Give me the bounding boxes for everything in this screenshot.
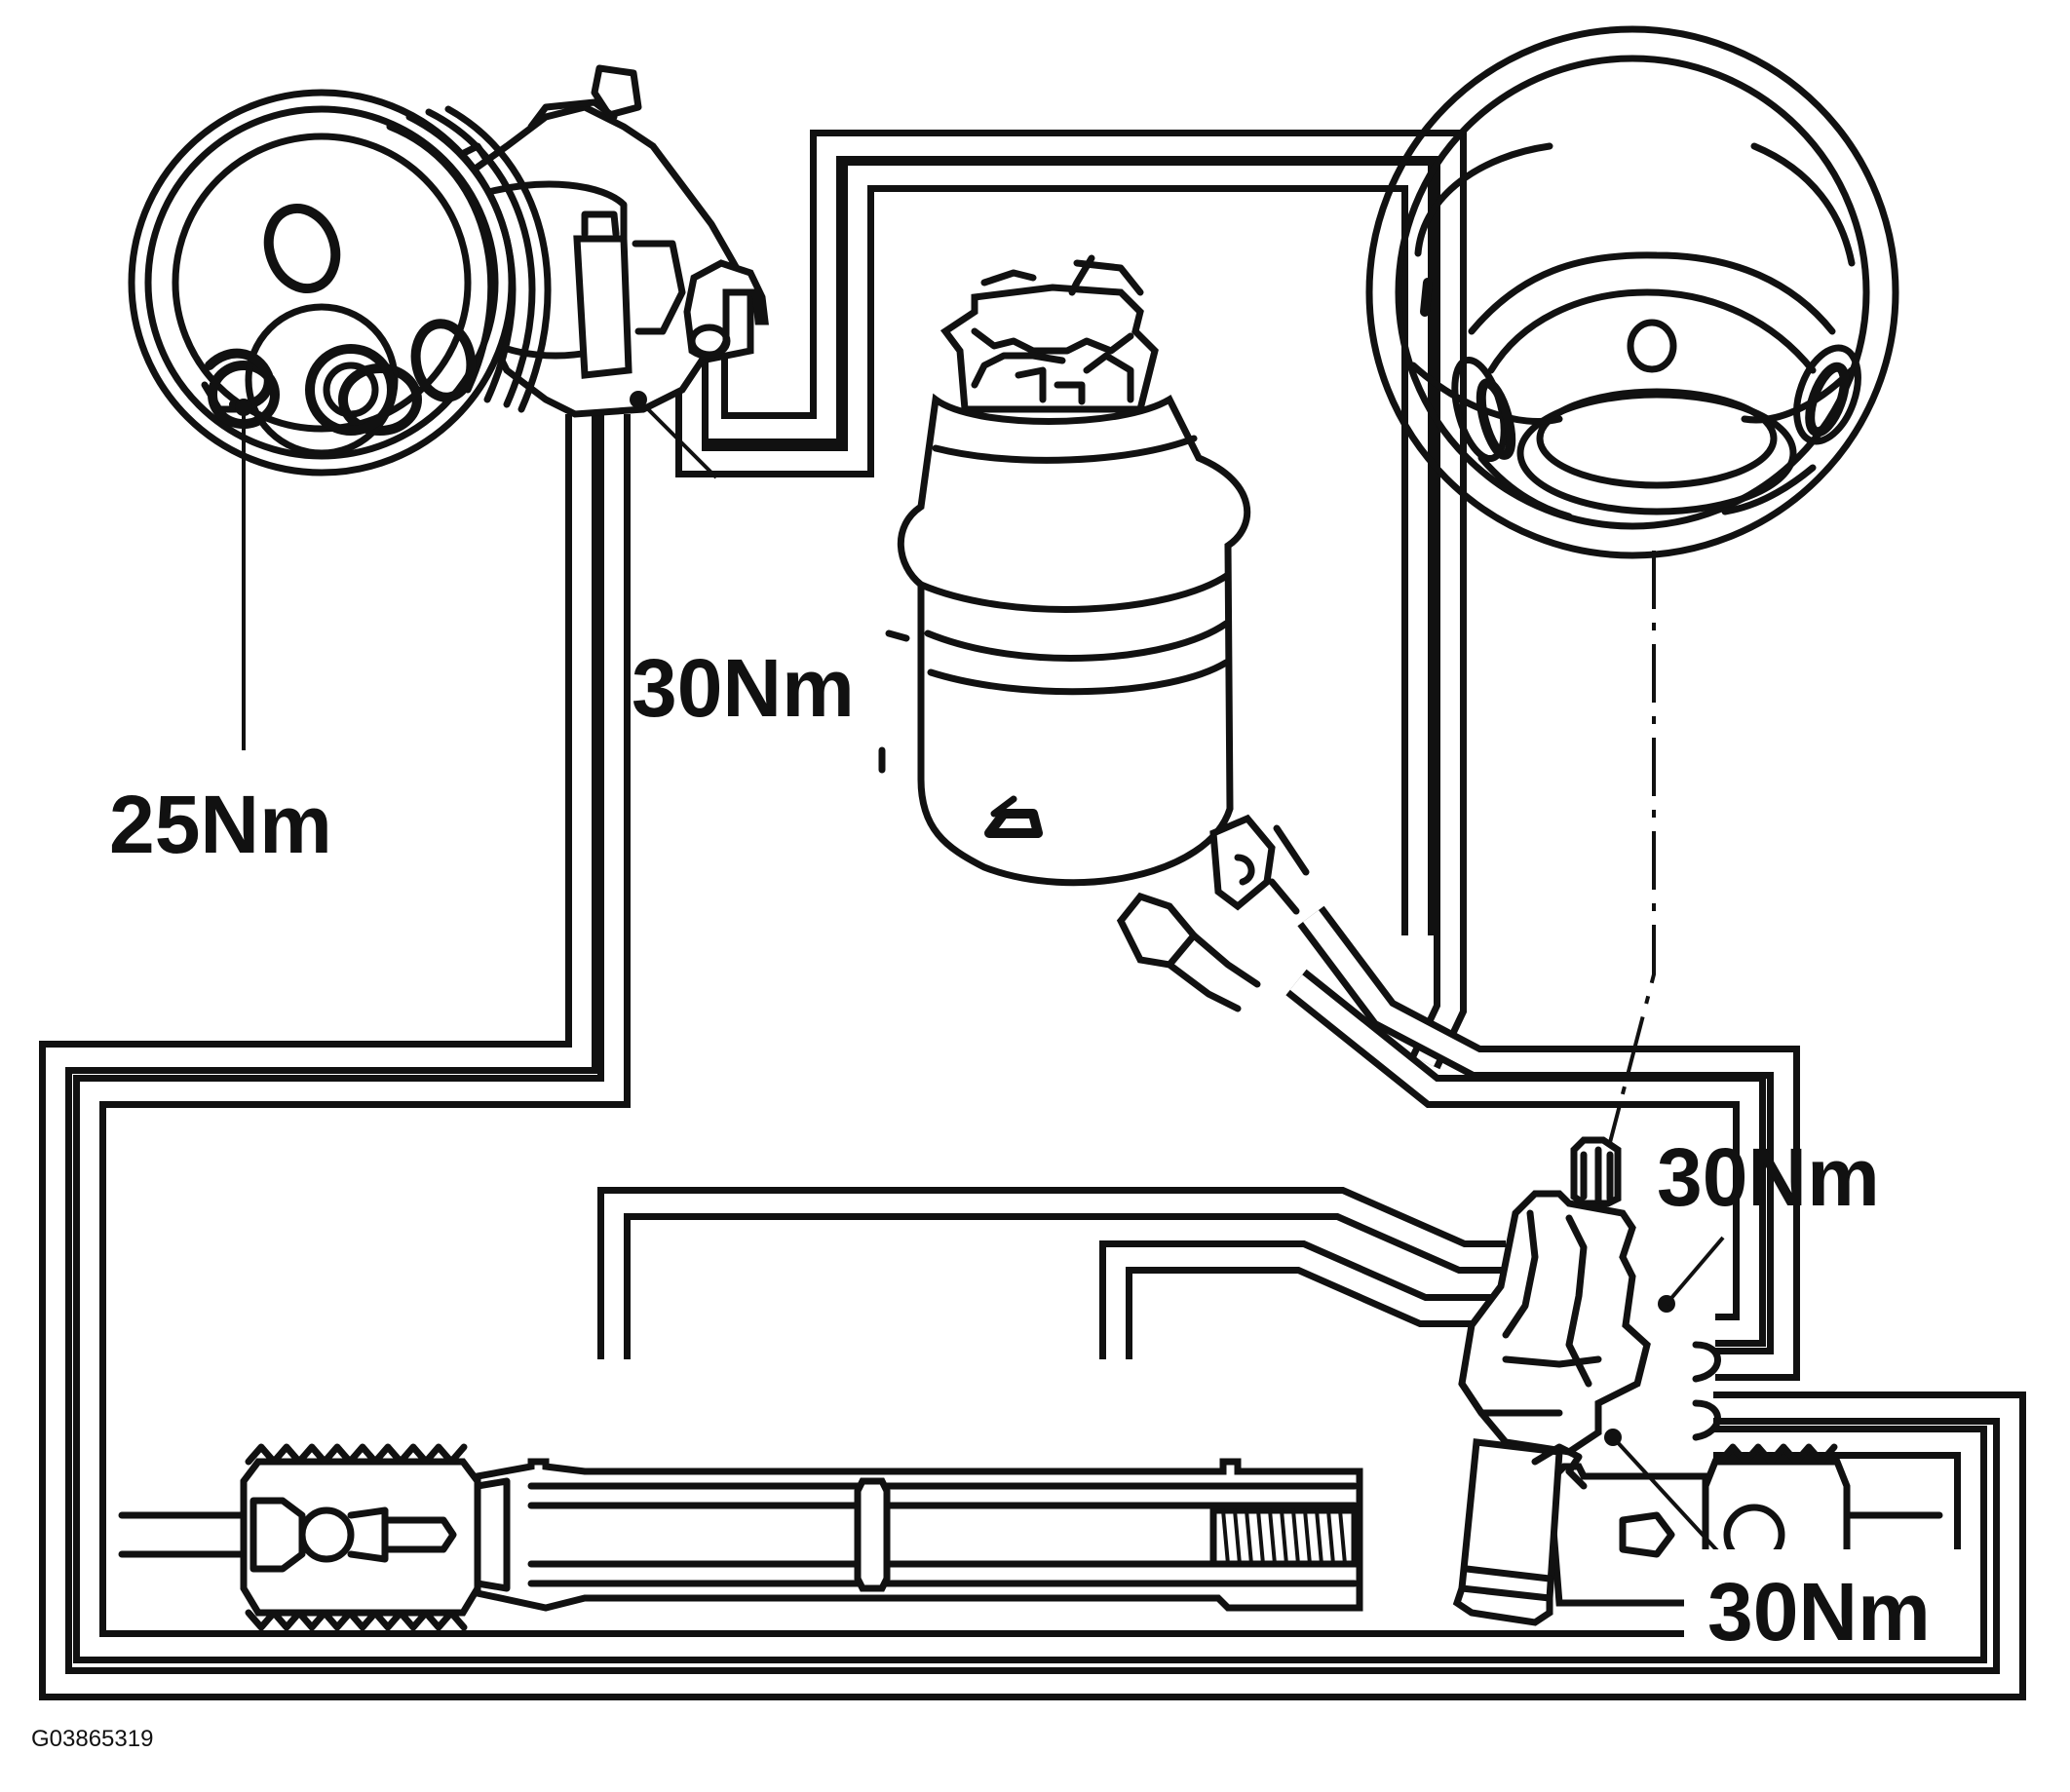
- leader-30nm-upper: [1665, 1236, 1725, 1306]
- torque-label-rack-union-upper: 30Nm: [1657, 1131, 1880, 1223]
- callouts: [235, 391, 1727, 1561]
- torque-label-pump-union: 30Nm: [632, 642, 855, 734]
- torque-label-pulley-bolt: 25Nm: [109, 779, 332, 870]
- torque-label-rack-union-lower: 30Nm: [1707, 1566, 1931, 1658]
- steering-rack: [118, 1136, 1943, 1631]
- leader-30nm-lower: [1611, 1435, 1727, 1561]
- left-boot: [240, 1458, 481, 1617]
- steering-wheel: [1365, 25, 1899, 1151]
- leader-30nm-pump: [636, 398, 718, 479]
- reservoir-body: [897, 393, 1251, 887]
- hydraulic-lines: [39, 130, 2026, 1700]
- steering-wheel-rim: [1365, 25, 1899, 559]
- column-centerline: [1606, 551, 1656, 1151]
- rack-housing: [474, 1458, 1363, 1612]
- fluid-reservoir: [878, 254, 1310, 1012]
- label-backing-lower: [1684, 1549, 1967, 1657]
- figure-id: G03865319: [31, 1726, 153, 1752]
- power-steering-pump: [128, 64, 769, 477]
